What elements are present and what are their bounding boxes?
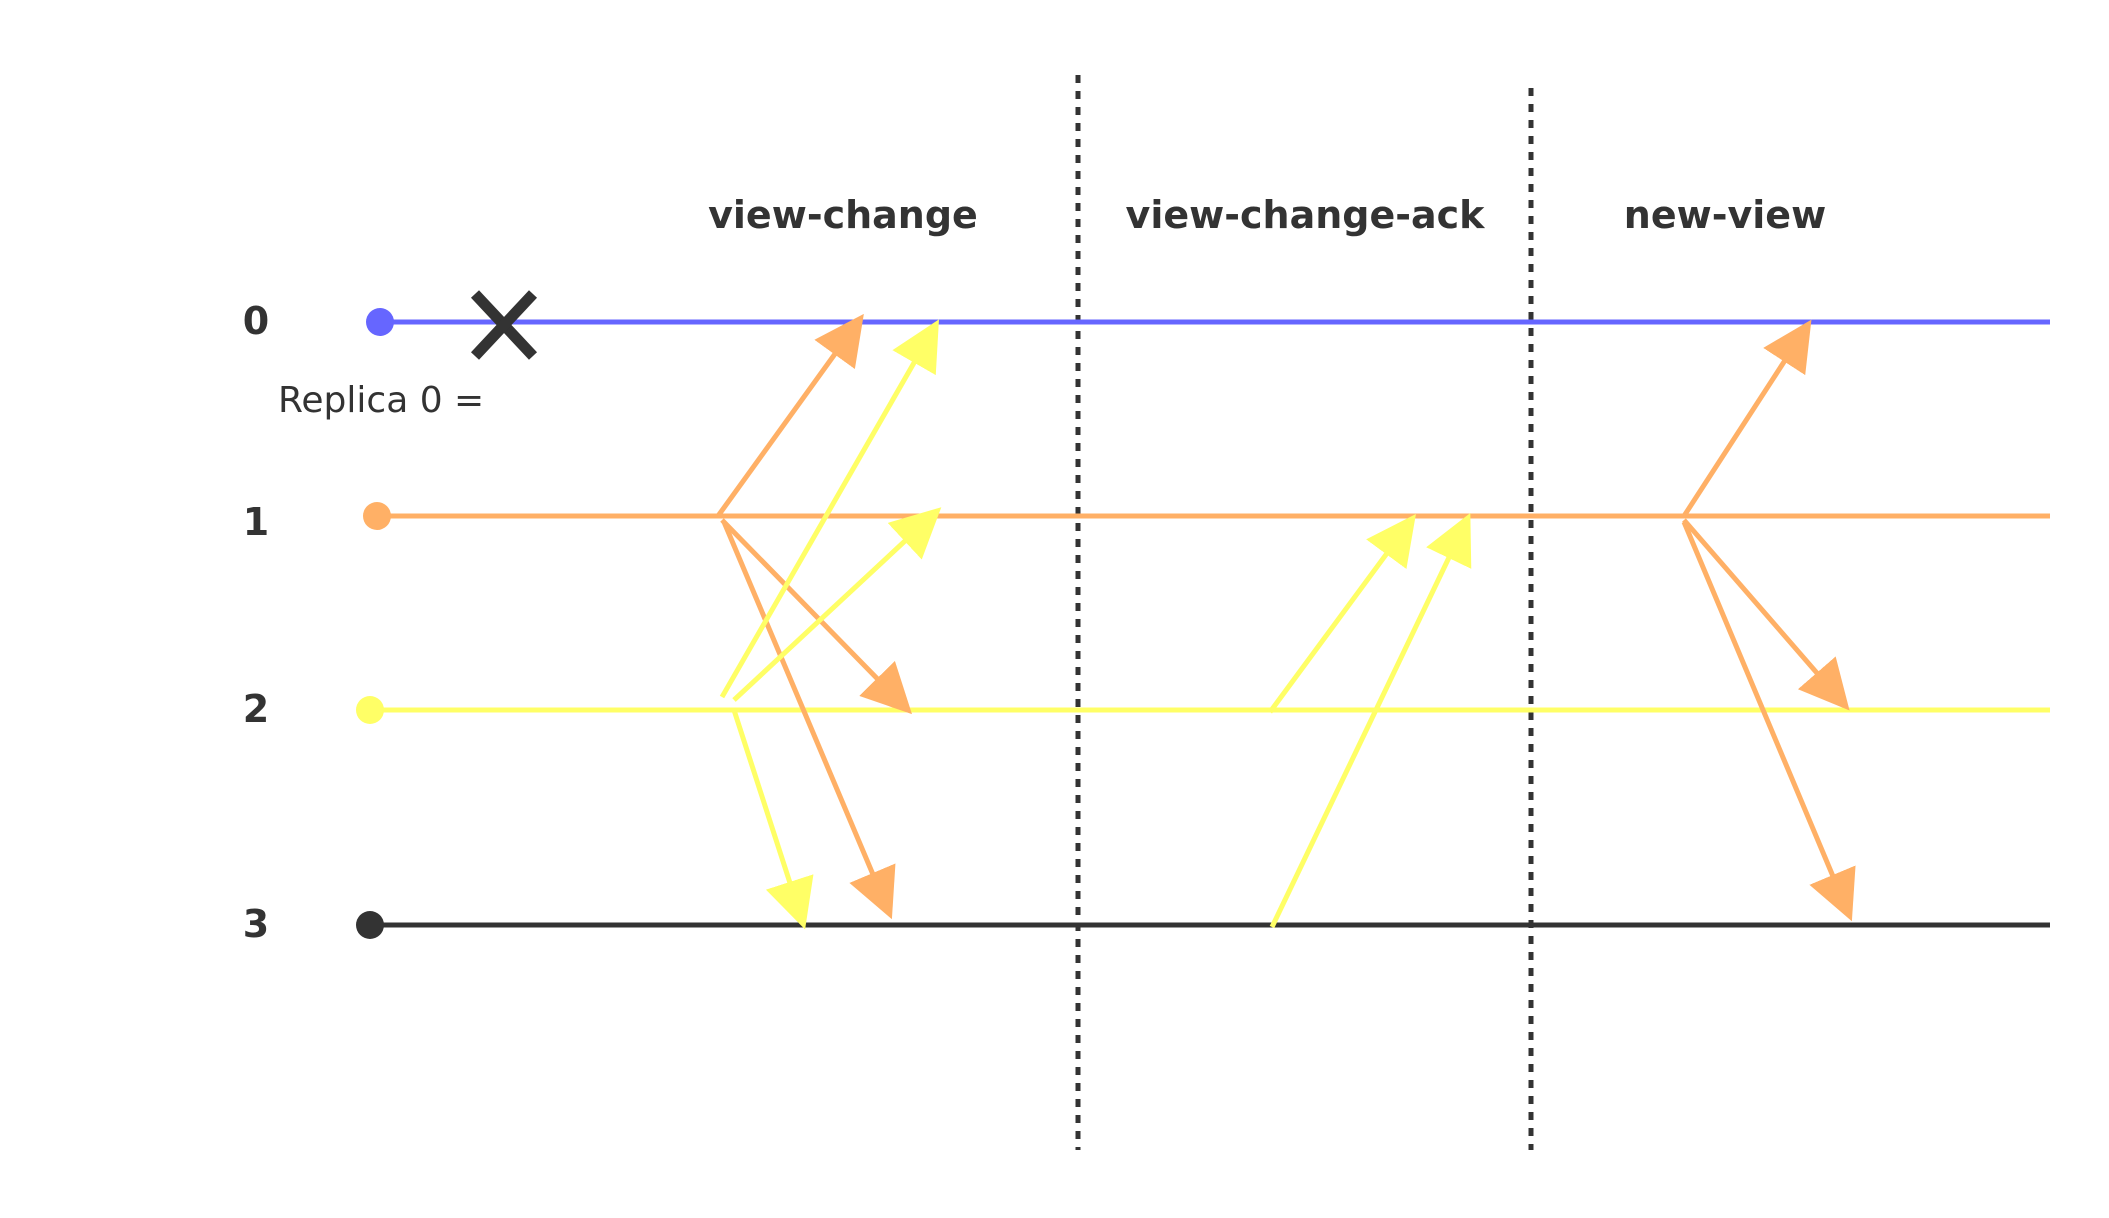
replica-3-timeline — [356, 911, 2050, 939]
replica-0-timeline — [366, 308, 2050, 336]
message-1-to-0-new-view — [1681, 319, 1812, 518]
replica-1-dot — [363, 502, 391, 530]
replica-2-dot — [356, 696, 384, 724]
message-3-to-1-view-change-ack — [1269, 512, 1472, 929]
message-2-to-1-view-change — [732, 507, 942, 702]
replica-0-dot — [366, 308, 394, 336]
replica-0-note: Replica 0 = — [278, 380, 484, 421]
message-2-to-1-view-change-ack — [1267, 513, 1416, 714]
replica-label-0: 0 — [243, 299, 269, 343]
phase-label-new-view: new-view — [1624, 193, 1826, 237]
message-1-to-2-view-change — [720, 518, 912, 715]
cross-icon — [470, 290, 538, 360]
message-1-to-3-view-change — [721, 521, 896, 920]
replica-label-1: 1 — [243, 500, 269, 544]
message-1-to-0-view-change — [715, 313, 864, 518]
message-1-to-3-new-view — [1681, 521, 1856, 922]
message-2-to-3-view-change — [731, 709, 814, 930]
replica-2-timeline — [356, 696, 2050, 724]
phase-label-view-change-ack: view-change-ack — [1126, 193, 1486, 237]
replica-1-timeline — [363, 502, 2050, 530]
message-1-to-2-new-view — [1682, 518, 1850, 711]
replica-3-dot — [356, 911, 384, 939]
phase-label-view-change: view-change — [708, 193, 978, 237]
message-2-to-0-view-change — [719, 319, 939, 699]
replica-label-3: 3 — [243, 902, 269, 946]
replica-label-2: 2 — [243, 687, 269, 731]
